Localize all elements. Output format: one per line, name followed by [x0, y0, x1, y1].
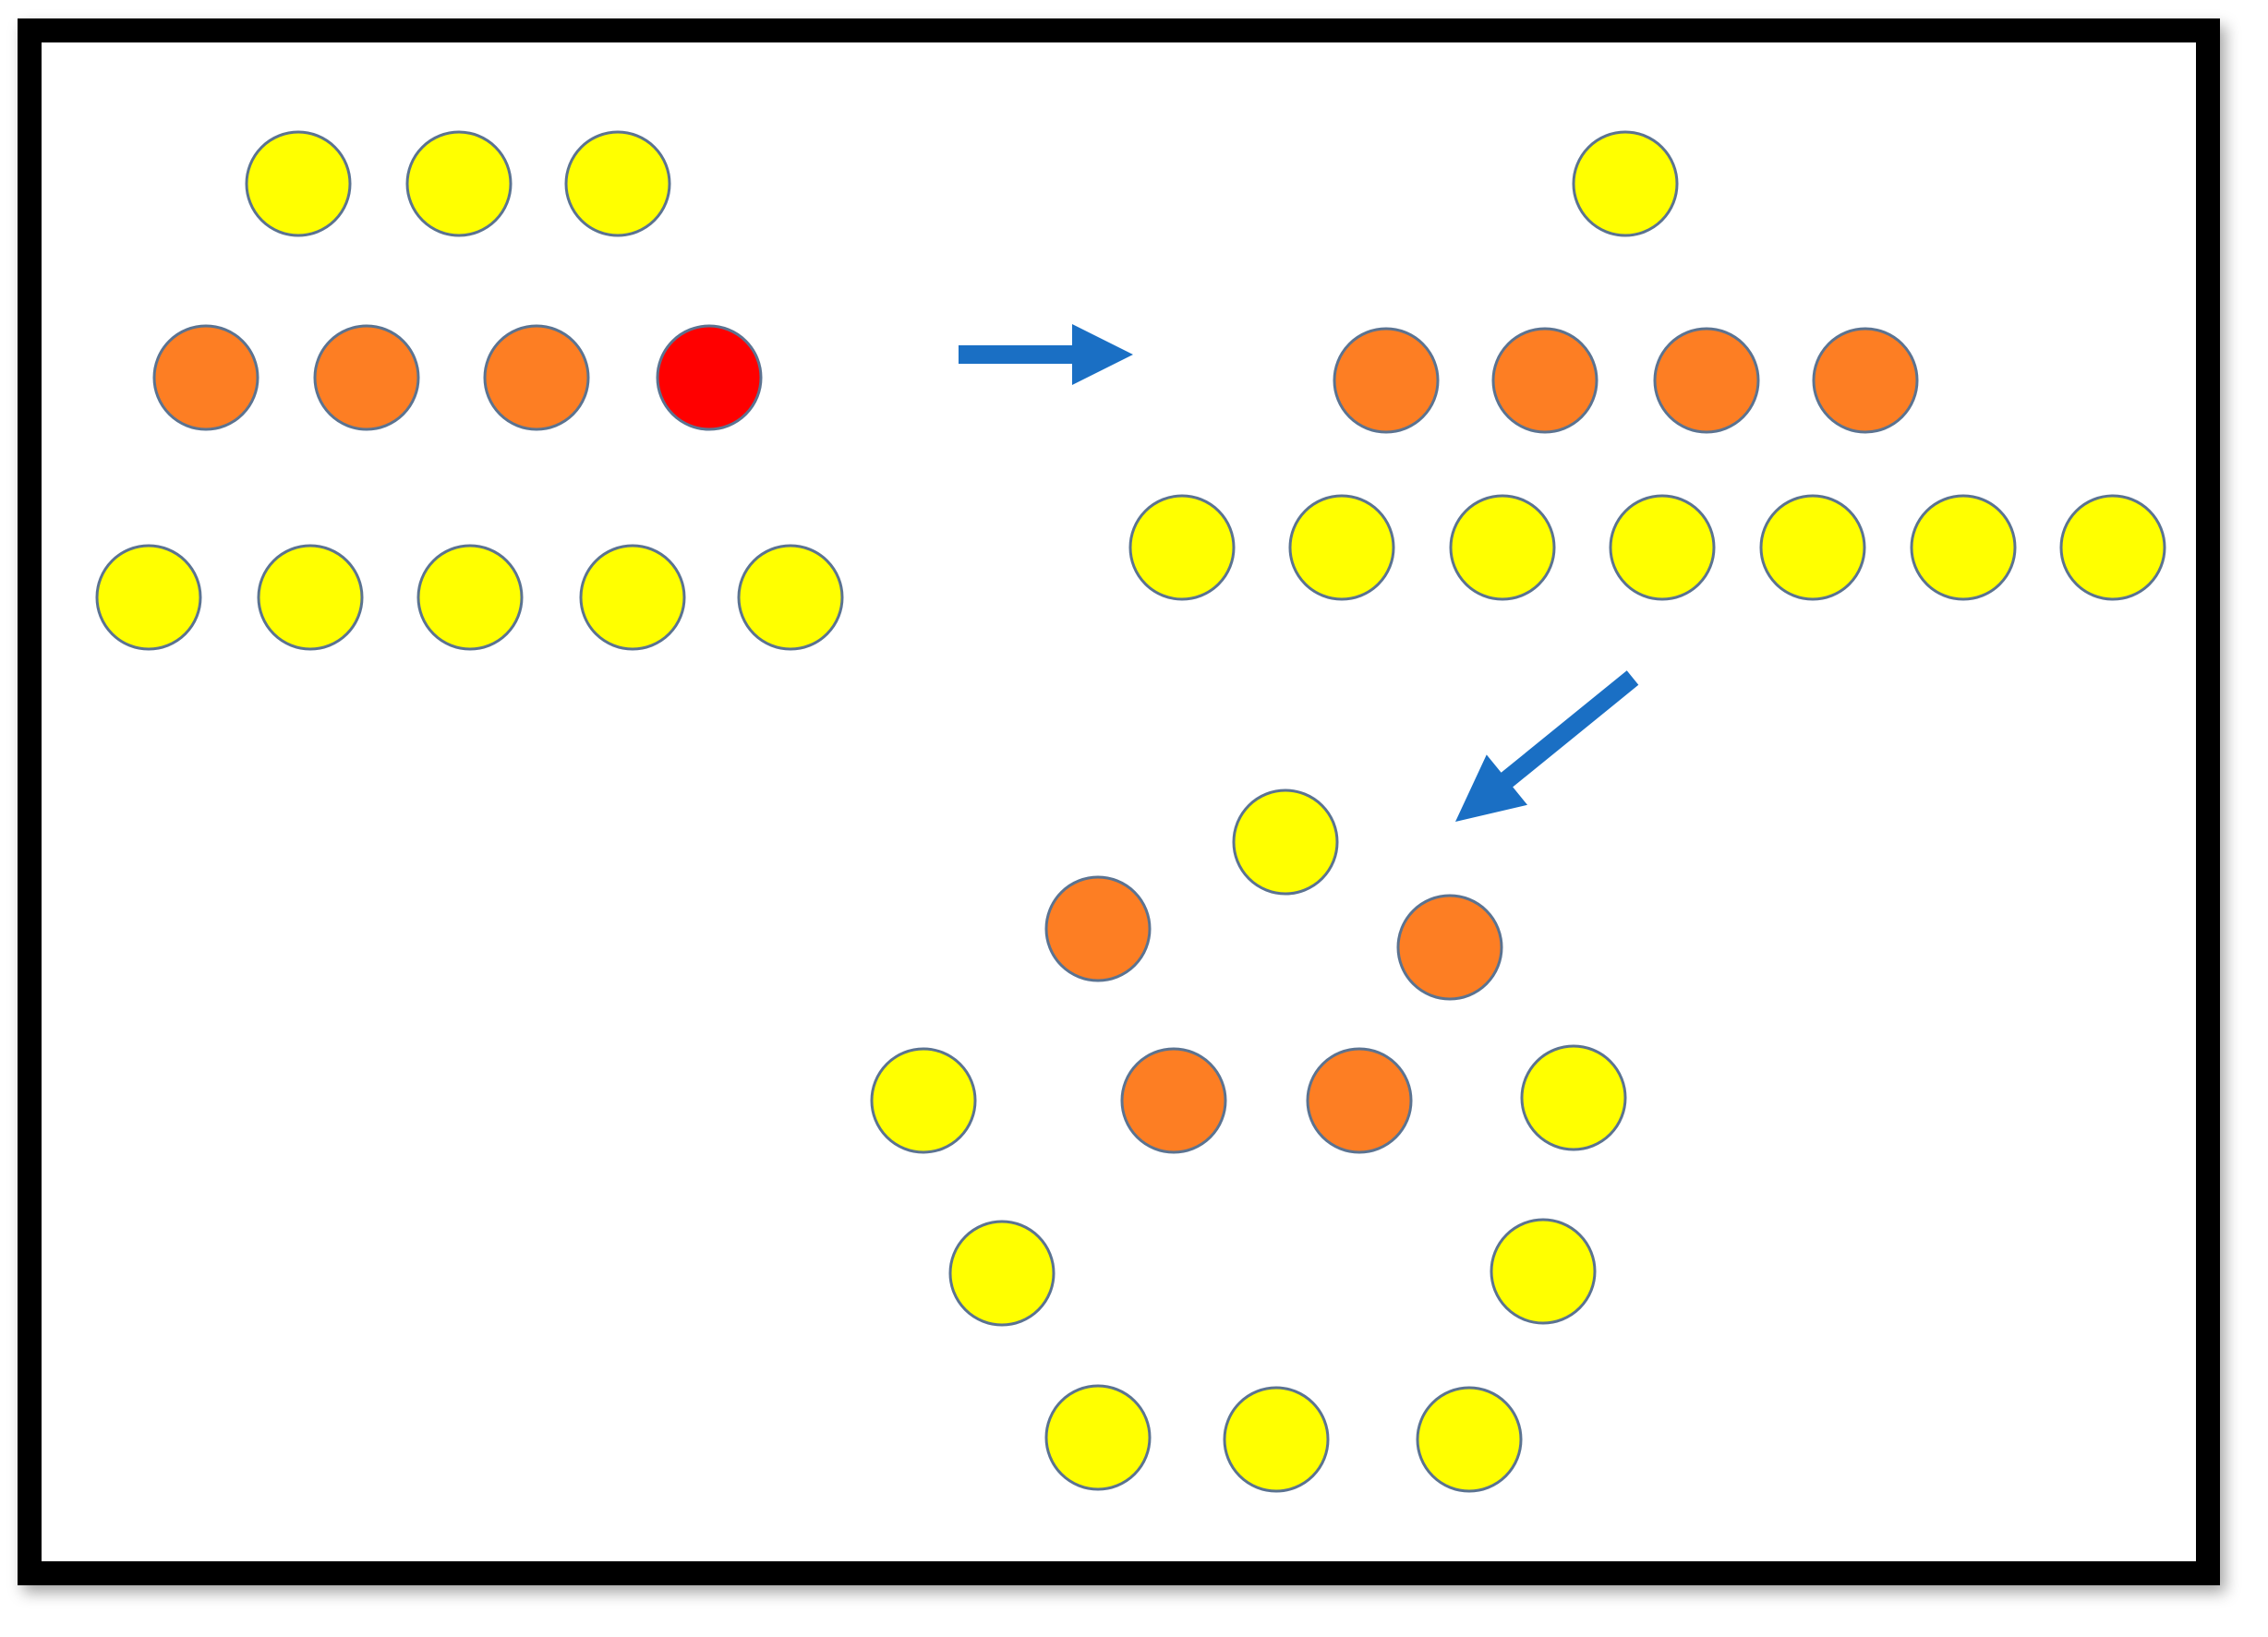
arrow-down-left: [1455, 670, 1639, 822]
middle-row2-circle-orange: [1333, 327, 1440, 434]
arrow-layer: [959, 324, 1639, 822]
circle-layer: [95, 130, 2166, 1493]
middle-row2-circle-orange: [1653, 327, 1760, 434]
start-row2-circle-orange: [152, 324, 259, 431]
ring-outer-circle-yellow: [1044, 1384, 1152, 1491]
ring-inner-circle-orange: [1306, 1047, 1413, 1154]
ring-outer-circle-yellow: [870, 1047, 977, 1154]
diagram-frame: [18, 18, 2220, 1585]
middle-row2-circle-orange: [1491, 327, 1598, 434]
ring-inner-circle-yellow: [1232, 788, 1339, 896]
start-row2-circle-red: [656, 324, 763, 431]
start-row3-circle-yellow: [579, 544, 686, 651]
ring-outer-circle-yellow: [1520, 1044, 1627, 1151]
middle-row3-circle-yellow: [1288, 494, 1395, 601]
middle-row1-circle-yellow: [1572, 130, 1679, 237]
arrow-right: [959, 324, 1133, 385]
middle-row2-circle-orange: [1812, 327, 1919, 434]
middle-row3-circle-yellow: [1759, 494, 1866, 601]
start-row2-circle-orange: [313, 324, 420, 431]
middle-row3-circle-yellow: [1910, 494, 2017, 601]
start-row1-circle-yellow: [405, 130, 513, 237]
ring-outer-circle-yellow: [1490, 1218, 1597, 1325]
middle-row3-circle-yellow: [1128, 494, 1236, 601]
middle-row3-circle-yellow: [1609, 494, 1716, 601]
middle-row3-circle-yellow: [1449, 494, 1556, 601]
start-row3-circle-yellow: [257, 544, 364, 651]
ring-inner-circle-orange: [1396, 894, 1503, 1001]
start-row1-circle-yellow: [564, 130, 671, 237]
ring-inner-circle-orange: [1044, 875, 1152, 982]
ring-outer-circle-yellow: [948, 1220, 1056, 1327]
start-row3-circle-yellow: [737, 544, 844, 651]
ring-outer-circle-yellow: [1223, 1386, 1330, 1493]
start-row3-circle-yellow: [416, 544, 524, 651]
start-row2-circle-orange: [483, 324, 590, 431]
ring-outer-circle-yellow: [1416, 1386, 1523, 1493]
ring-inner-circle-orange: [1120, 1047, 1227, 1154]
middle-row3-circle-yellow: [2059, 494, 2166, 601]
start-row1-circle-yellow: [245, 130, 352, 237]
start-row3-circle-yellow: [95, 544, 202, 651]
